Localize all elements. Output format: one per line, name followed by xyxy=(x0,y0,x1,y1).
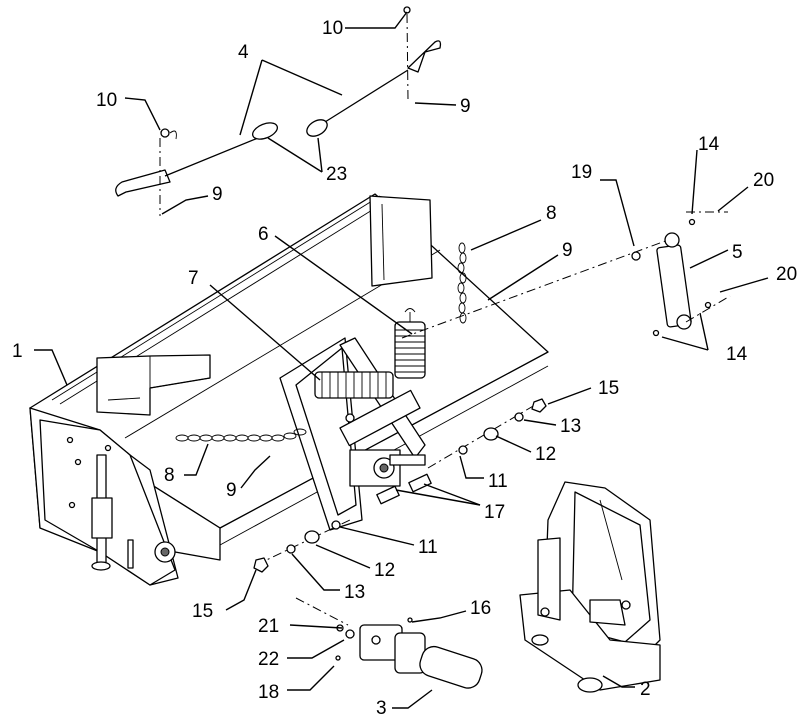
callout-21: 21 xyxy=(258,616,279,637)
spring-horizontal xyxy=(314,371,394,399)
pto-shaft xyxy=(335,617,483,689)
washer-stack-left xyxy=(253,519,351,626)
callout-labels: 10 4 9 10 23 9 19 14 20 8 6 9 5 20 7 14 … xyxy=(12,18,797,719)
callout-10-top: 10 xyxy=(322,18,343,39)
chain-horizontal xyxy=(175,428,307,442)
callout-19: 19 xyxy=(571,162,592,183)
link-rod-left xyxy=(115,122,278,197)
callout-8-top: 8 xyxy=(546,203,557,224)
callout-14-top: 14 xyxy=(698,134,720,155)
callout-2: 2 xyxy=(640,679,651,700)
spring-vertical xyxy=(394,308,426,379)
callout-11-left: 11 xyxy=(418,537,438,558)
callout-20-top: 20 xyxy=(753,170,774,191)
washer-stack-right xyxy=(427,398,547,469)
callout-1: 1 xyxy=(12,341,23,362)
callout-9-mid: 9 xyxy=(562,240,573,261)
callout-8-left: 8 xyxy=(164,465,175,486)
callout-13-left: 13 xyxy=(344,582,365,603)
callout-5: 5 xyxy=(732,242,743,263)
callout-14-mid: 14 xyxy=(726,344,748,365)
callout-9-left: 9 xyxy=(212,184,223,205)
callout-12-right: 12 xyxy=(535,444,556,465)
callout-7: 7 xyxy=(188,268,199,289)
shock-absorber xyxy=(401,211,731,339)
callout-17: 17 xyxy=(484,502,505,523)
callout-13-right: 13 xyxy=(560,416,581,437)
callout-22: 22 xyxy=(258,649,279,670)
callout-9-top: 9 xyxy=(460,96,471,117)
callout-10-left: 10 xyxy=(96,90,117,111)
callout-20-mid: 20 xyxy=(776,264,797,285)
callout-15-left: 15 xyxy=(192,601,213,622)
callout-16: 16 xyxy=(470,598,491,619)
callout-12-left: 12 xyxy=(374,560,395,581)
pins-clips xyxy=(159,6,411,216)
callout-23: 23 xyxy=(326,164,347,185)
hitch-frame xyxy=(519,481,661,693)
leader-lines xyxy=(34,11,769,709)
callout-15-right: 15 xyxy=(598,378,619,399)
callout-3: 3 xyxy=(376,698,387,719)
main-housing xyxy=(29,193,549,586)
callout-18: 18 xyxy=(258,682,279,703)
callout-4: 4 xyxy=(238,42,249,63)
chain-vertical xyxy=(457,242,467,324)
callout-9-low: 9 xyxy=(226,480,237,501)
link-rod-right xyxy=(306,40,442,137)
callout-6: 6 xyxy=(258,224,269,245)
callout-11-right: 11 xyxy=(488,471,508,492)
